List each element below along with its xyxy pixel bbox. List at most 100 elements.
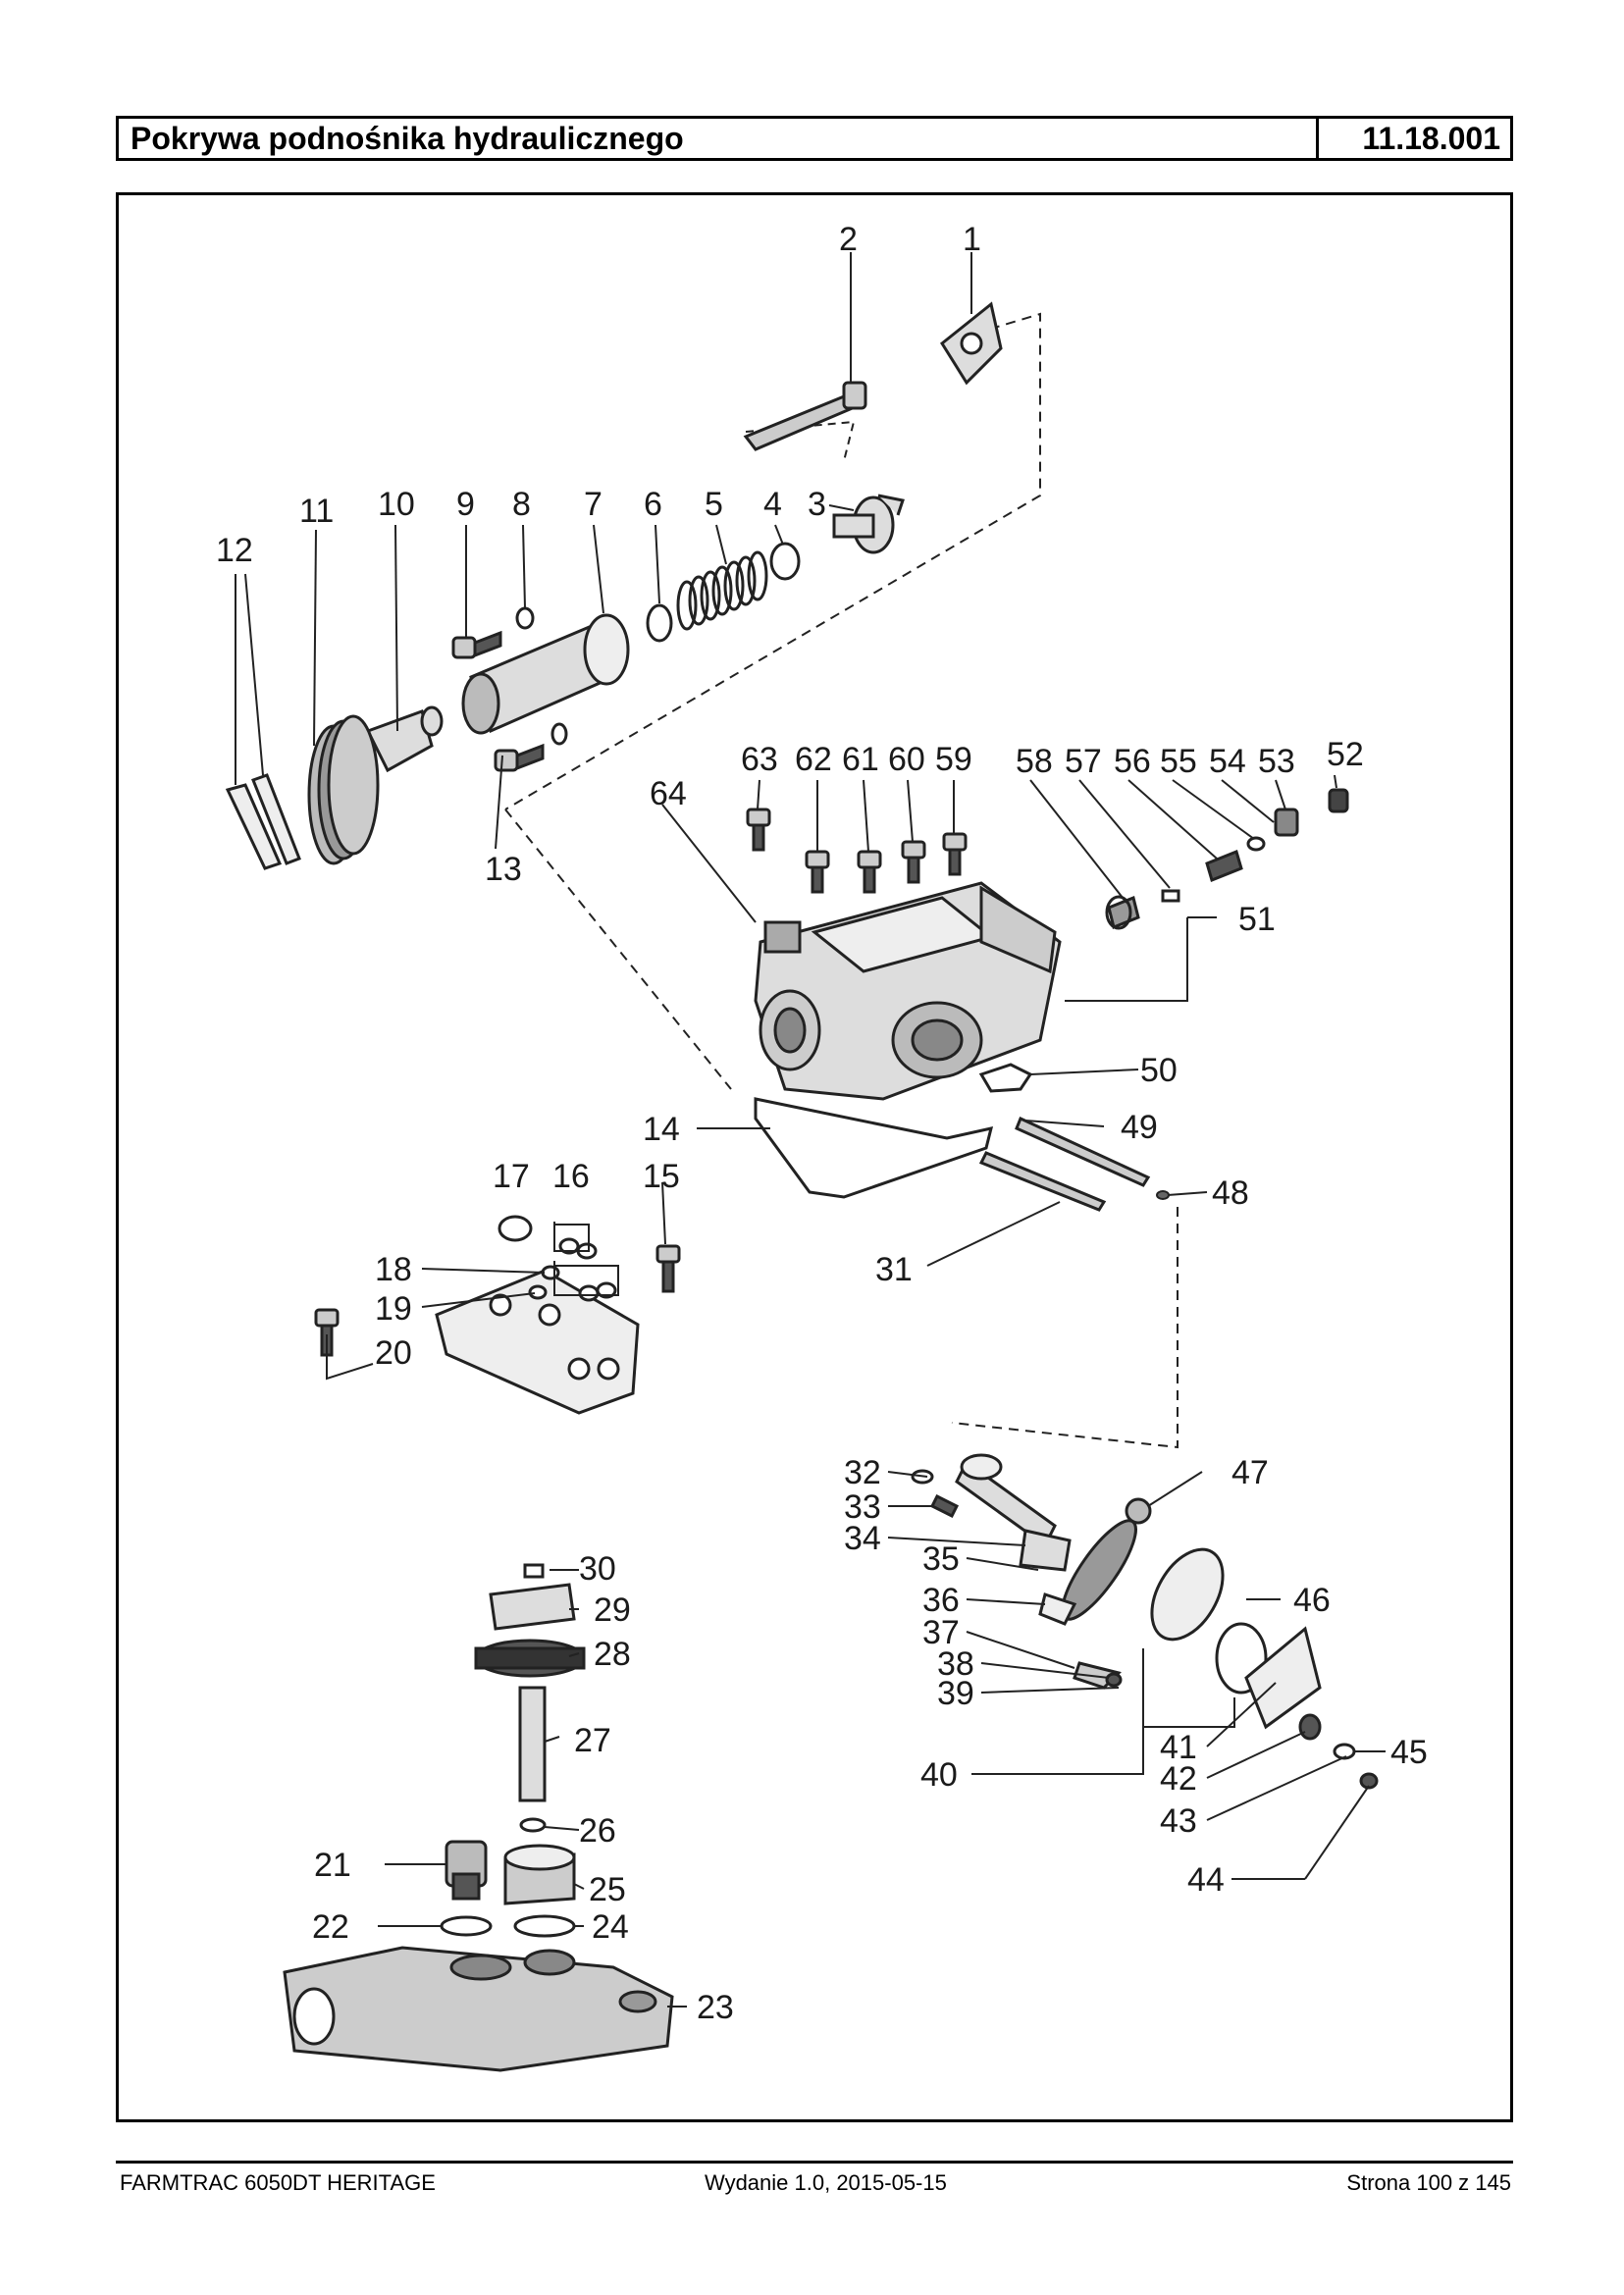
callout-49: 49 <box>1121 1109 1158 1146</box>
callout-1: 1 <box>963 221 981 258</box>
callout-30: 30 <box>579 1550 616 1588</box>
callout-62: 62 <box>795 741 832 778</box>
part-8-o-ring <box>515 606 535 630</box>
callout-55: 55 <box>1160 743 1197 780</box>
page-header: Pokrywa podnośnika hydraulicznego 11.18.… <box>116 116 1513 161</box>
callout-9: 9 <box>456 486 475 523</box>
callout-4: 4 <box>763 486 782 523</box>
callout-25: 25 <box>589 1871 626 1908</box>
callout-44: 44 <box>1187 1861 1225 1899</box>
housing-bolts <box>746 808 968 894</box>
part-6-washer <box>646 603 673 643</box>
callout-42: 42 <box>1160 1760 1197 1798</box>
callout-63: 63 <box>741 741 778 778</box>
part-10-fitting <box>365 705 444 773</box>
callout-24: 24 <box>592 1908 629 1946</box>
part-8-o-ring <box>550 722 568 746</box>
callout-58: 58 <box>1016 743 1053 780</box>
callout-47: 47 <box>1231 1454 1269 1491</box>
part-1-flange <box>940 301 1003 386</box>
callout-14: 14 <box>643 1111 680 1148</box>
callout-53: 53 <box>1258 743 1295 780</box>
callout-50: 50 <box>1140 1052 1178 1089</box>
callout-11: 11 <box>299 493 334 530</box>
diagram-frame <box>116 192 1513 2122</box>
callout-27: 27 <box>574 1722 611 1759</box>
callout-15: 15 <box>643 1158 680 1195</box>
callout-2: 2 <box>839 221 858 258</box>
callout-61: 61 <box>842 741 879 778</box>
part-3-lever <box>832 494 905 554</box>
callout-26: 26 <box>579 1812 616 1850</box>
callout-39: 39 <box>937 1675 974 1712</box>
callout-35: 35 <box>922 1540 960 1578</box>
callout-54: 54 <box>1209 743 1246 780</box>
callout-5: 5 <box>705 486 723 523</box>
callout-18: 18 <box>375 1251 412 1288</box>
callout-17: 17 <box>493 1158 530 1195</box>
callout-36: 36 <box>922 1582 960 1619</box>
leader-lines <box>235 252 1386 2008</box>
rods <box>978 1116 1151 1212</box>
callout-40: 40 <box>920 1756 958 1794</box>
part-code: 11.18.001 <box>1362 121 1500 156</box>
callout-64: 64 <box>650 775 687 812</box>
callout-34: 34 <box>844 1520 881 1557</box>
footer-model: FARMTRAC 6050DT HERITAGE <box>120 2170 436 2195</box>
callout-31: 31 <box>875 1251 913 1288</box>
callout-37: 37 <box>922 1614 960 1651</box>
callout-7: 7 <box>584 486 602 523</box>
callout-labels: 1 2 3 4 5 6 7 8 9 10 11 12 13 14 15 16 1… <box>216 221 1428 2026</box>
callout-52: 52 <box>1327 736 1364 773</box>
valve-parts <box>1105 788 1349 930</box>
part-9-bolt <box>451 630 502 659</box>
callout-21: 21 <box>314 1847 351 1884</box>
callout-6: 6 <box>644 486 662 523</box>
part-2-shaft <box>743 381 867 451</box>
part-5-spring <box>676 550 768 631</box>
callout-46: 46 <box>1293 1582 1331 1619</box>
callout-59: 59 <box>935 741 972 778</box>
callout-57: 57 <box>1065 743 1102 780</box>
callout-56: 56 <box>1114 743 1151 780</box>
callout-10: 10 <box>378 486 415 523</box>
part-7-cylinder <box>461 613 630 735</box>
callout-48: 48 <box>1212 1174 1249 1212</box>
callout-16: 16 <box>552 1158 590 1195</box>
callout-41: 41 <box>1160 1729 1197 1766</box>
assembly-dash-line <box>504 808 732 1090</box>
callout-12: 12 <box>216 532 253 569</box>
part-17-o-ring <box>498 1215 533 1242</box>
callout-20: 20 <box>375 1334 412 1372</box>
callout-43: 43 <box>1160 1802 1197 1840</box>
part-4-washer <box>769 542 801 581</box>
pump-lever-assembly <box>911 1453 1379 1790</box>
callout-51: 51 <box>1238 901 1276 938</box>
callout-32: 32 <box>844 1454 881 1491</box>
callout-29: 29 <box>594 1591 631 1629</box>
part-48-pin <box>1156 1190 1170 1200</box>
callout-33: 33 <box>844 1488 881 1526</box>
callout-45: 45 <box>1390 1734 1428 1771</box>
callout-38: 38 <box>937 1645 974 1683</box>
callout-3: 3 <box>808 486 826 523</box>
footer-divider <box>116 2161 1513 2164</box>
page-title: Pokrywa podnośnika hydraulicznego <box>119 119 1319 158</box>
assembly-dash-line <box>951 1207 1179 1449</box>
callout-19: 19 <box>375 1290 412 1328</box>
part-50-gasket <box>978 1063 1033 1093</box>
callout-23: 23 <box>697 1989 734 2026</box>
callout-13: 13 <box>485 851 522 888</box>
part-12-gasket <box>225 773 301 870</box>
callout-22: 22 <box>312 1908 349 1946</box>
callout-60: 60 <box>888 741 925 778</box>
footer-edition: Wydanie 1.0, 2015-05-15 <box>705 2170 947 2195</box>
callout-28: 28 <box>594 1636 631 1673</box>
part-11-seal-pack <box>307 714 380 865</box>
callout-8: 8 <box>512 486 531 523</box>
part-64-housing <box>754 881 1062 1101</box>
footer-page-number: Strona 100 z 145 <box>1346 2170 1511 2195</box>
part-14-gasket <box>754 1097 994 1199</box>
lower-assembly <box>283 1563 674 2072</box>
